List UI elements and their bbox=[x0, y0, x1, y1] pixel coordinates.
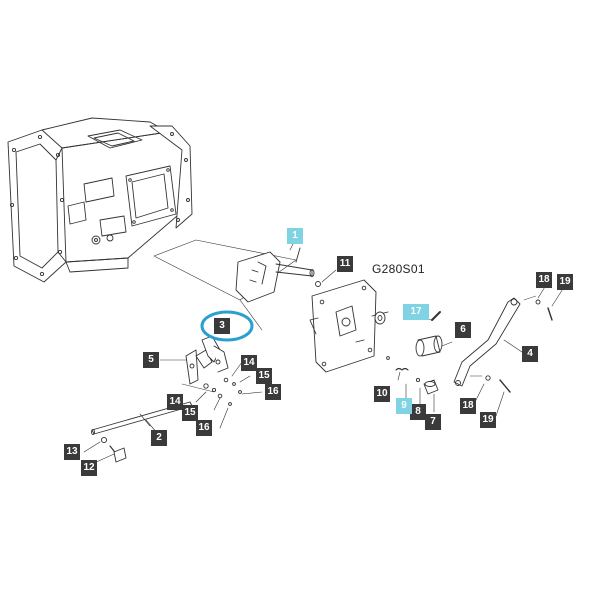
drawing-code: G280S01 bbox=[372, 262, 425, 276]
callout-10[interactable]: 10 bbox=[374, 386, 390, 402]
callout-18-b[interactable]: 18 bbox=[460, 398, 476, 414]
callout-8[interactable]: 8 bbox=[410, 404, 426, 420]
cover-plate bbox=[309, 279, 389, 373]
callout-15-b[interactable]: 15 bbox=[182, 405, 198, 421]
callout-5[interactable]: 5 bbox=[143, 352, 159, 368]
callout-13[interactable]: 13 bbox=[64, 444, 80, 460]
callout-2[interactable]: 2 bbox=[151, 430, 167, 446]
callout-17[interactable]: 17 bbox=[403, 304, 429, 320]
callout-18-a[interactable]: 18 bbox=[536, 272, 552, 288]
selection-ring bbox=[200, 310, 254, 342]
callout-11[interactable]: 11 bbox=[337, 256, 353, 272]
callout-16-a[interactable]: 16 bbox=[265, 384, 281, 400]
callout-15-a[interactable]: 15 bbox=[256, 368, 272, 384]
callout-19-a[interactable]: 19 bbox=[557, 274, 573, 290]
callout-4[interactable]: 4 bbox=[522, 346, 538, 362]
part-4-shift-lever bbox=[453, 295, 553, 393]
callout-1[interactable]: 1 bbox=[287, 228, 303, 244]
part-1-oring bbox=[315, 281, 321, 287]
callout-6[interactable]: 6 bbox=[455, 322, 471, 338]
callout-9[interactable]: 9 bbox=[396, 398, 412, 414]
callout-19-b[interactable]: 19 bbox=[480, 412, 496, 428]
callout-3[interactable]: 3 bbox=[214, 318, 230, 334]
part-6-bushing bbox=[415, 335, 453, 357]
callout-16-b[interactable]: 16 bbox=[196, 420, 212, 436]
assembly-reference-lines bbox=[153, 239, 297, 301]
callout-7[interactable]: 7 bbox=[425, 414, 441, 430]
part-1-shift-shaft bbox=[235, 247, 337, 303]
callout-14-b[interactable]: 14 bbox=[167, 394, 183, 410]
callout-12[interactable]: 12 bbox=[81, 460, 97, 476]
transmission-housing bbox=[7, 117, 193, 283]
callout-14-a[interactable]: 14 bbox=[241, 355, 257, 371]
